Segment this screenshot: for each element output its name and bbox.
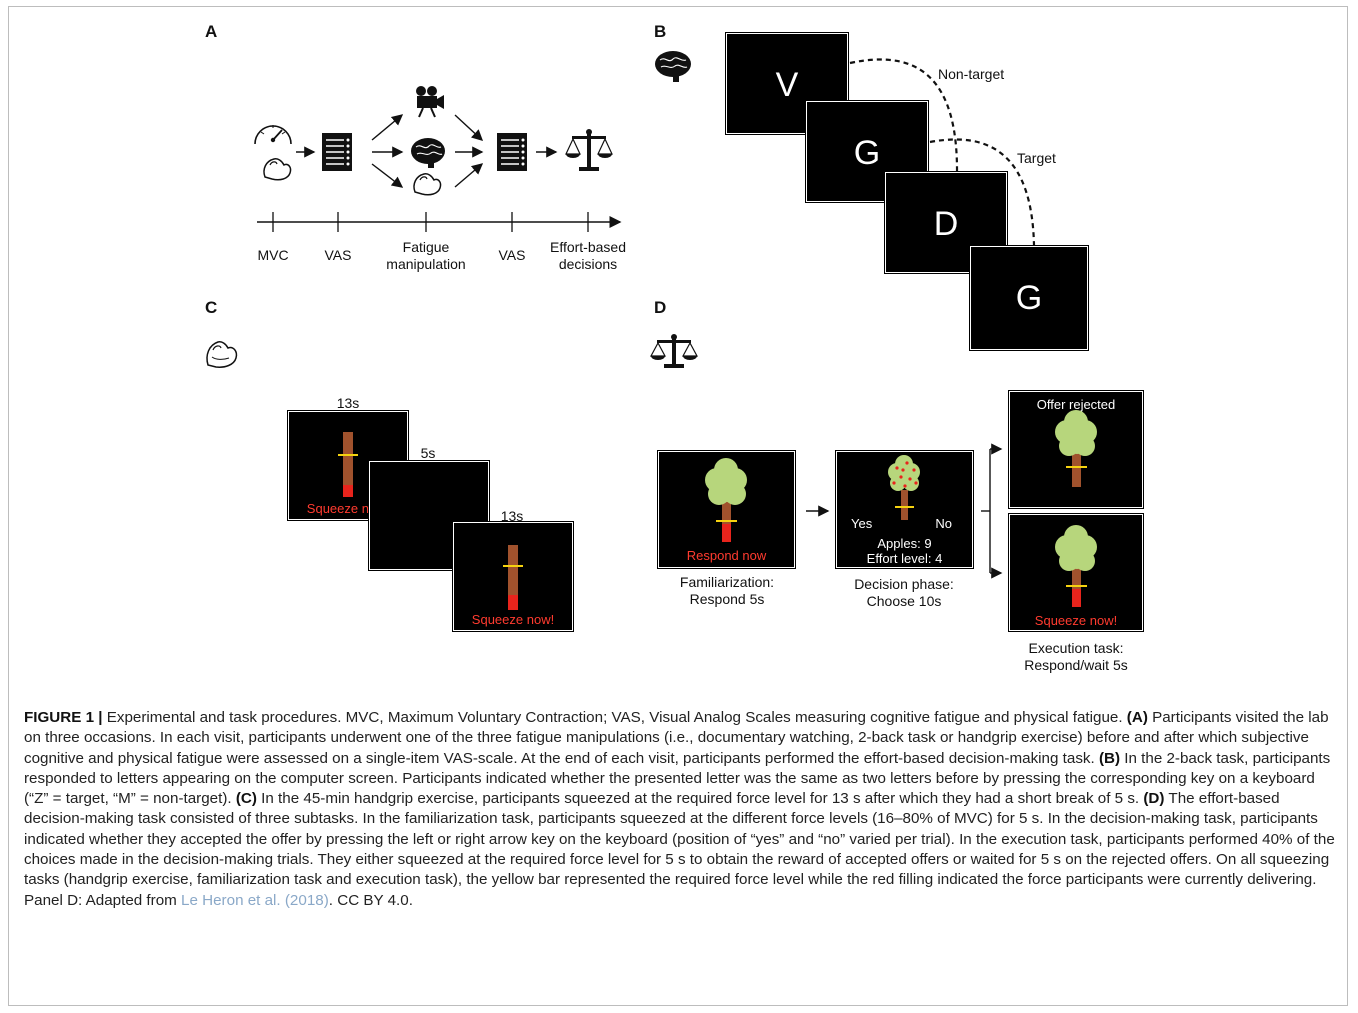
caption-d-label: (D) xyxy=(1143,790,1165,808)
squeeze-now-text: Squeeze now! xyxy=(306,501,390,516)
force-bar xyxy=(508,545,518,610)
duration-5s: 5s xyxy=(420,445,436,461)
duration-13s: 13s xyxy=(500,508,524,524)
no-option: No xyxy=(935,516,952,531)
squeeze-now-text: Squeeze now! xyxy=(471,612,555,627)
questionnaire-icon xyxy=(497,133,527,171)
squeeze-screen-2: Squeeze now! xyxy=(453,522,573,631)
respond-now-text: Respond now xyxy=(686,548,767,563)
timeline-label-fatigue: Fatigue manipulation xyxy=(386,239,466,272)
muscle-icon xyxy=(263,158,292,181)
force-bar xyxy=(343,432,353,497)
panel-a-diagram xyxy=(254,86,622,232)
scales-icon xyxy=(565,129,613,171)
figure-frame xyxy=(8,6,1348,1006)
duration-13s: 13s xyxy=(336,395,360,411)
tree-icon xyxy=(705,458,747,542)
effort-level-value: Effort level: 4 xyxy=(866,551,943,566)
non-target-label: Non-target xyxy=(938,66,1005,82)
letter-v: V xyxy=(775,66,799,104)
gauge-icon xyxy=(254,125,292,145)
force-fill xyxy=(343,485,353,497)
letter-screen-2: G xyxy=(806,101,928,202)
familiarization-caption: Familiarization: Respond 5s xyxy=(679,574,775,607)
offer-rejected-text: Offer rejected xyxy=(1036,397,1116,412)
decision-screen: Yes No Apples: 9 Effort level: 4 xyxy=(836,451,973,568)
timeline-label-vas-1: VAS xyxy=(324,247,352,263)
camera-icon xyxy=(416,86,444,118)
force-fill xyxy=(508,595,518,610)
panel-b-label: B xyxy=(654,22,667,41)
letter-screen-4: G xyxy=(970,246,1088,350)
letter-g: G xyxy=(853,134,881,172)
letter-g: G xyxy=(1015,279,1043,317)
scales-icon xyxy=(649,334,699,368)
questionnaire-icon xyxy=(322,133,352,171)
caption-c-label: (C) xyxy=(235,790,257,808)
target-force-line xyxy=(503,565,523,567)
muscle-icon xyxy=(413,173,442,196)
caption-b-label: (B) xyxy=(1098,749,1121,767)
execution-screen: Squeeze now! xyxy=(1009,514,1143,631)
tree-icon xyxy=(1055,410,1097,487)
reference-link[interactable]: Le Heron et al. (2018) xyxy=(181,891,329,909)
timeline-label-effort: Effort-based decisions xyxy=(549,239,626,272)
muscle-icon xyxy=(206,341,238,368)
execution-caption: Execution task: Respond/wait 5s xyxy=(1024,640,1128,673)
squeeze-now-text: Squeeze now! xyxy=(1034,613,1118,628)
decision-caption: Decision phase: Choose 10s xyxy=(854,576,954,609)
offer-rejected-screen: Offer rejected xyxy=(1009,391,1143,508)
timeline-label-vas-2: VAS xyxy=(498,247,526,263)
panel-c-label: C xyxy=(205,298,218,317)
familiarization-screen: Respond now xyxy=(658,451,795,568)
letter-d: D xyxy=(933,205,959,243)
nback-connectors xyxy=(849,58,1036,246)
apple-tree-icon xyxy=(888,455,920,520)
caption-end: . CC BY 4.0. xyxy=(328,891,413,909)
brain-icon xyxy=(411,138,445,168)
apples-value: Apples: 9 xyxy=(877,536,932,551)
timeline-ticks xyxy=(272,212,589,232)
target-label: Target xyxy=(1017,150,1056,166)
caption-intro: Experimental and task procedures. MVC, M… xyxy=(102,709,1127,726)
tree-icon xyxy=(1055,525,1097,607)
caption-a-text: Participants visited the lab on three oc… xyxy=(24,709,1329,767)
panel-d-label: D xyxy=(654,298,667,317)
caption-b-text: In the 2-back task, participants respond… xyxy=(24,749,1331,808)
caption-c-text: In the 45-min handgrip exercise, partici… xyxy=(256,790,1144,808)
caption-d-text: The effort-based decision-making task co… xyxy=(24,790,1335,909)
caption-a-label: (A) xyxy=(1126,709,1148,726)
figure-caption: FIGURE 1 | Experimental and task procedu… xyxy=(24,708,1339,911)
panel-d-arrows xyxy=(806,443,1003,579)
brain-icon xyxy=(655,51,691,82)
figure-number: FIGURE 1 | xyxy=(24,709,103,726)
timeline-label-mvc: MVC xyxy=(257,247,289,263)
target-force-line xyxy=(338,454,358,456)
panel-a-label: A xyxy=(205,22,218,41)
yes-option: Yes xyxy=(851,516,873,531)
